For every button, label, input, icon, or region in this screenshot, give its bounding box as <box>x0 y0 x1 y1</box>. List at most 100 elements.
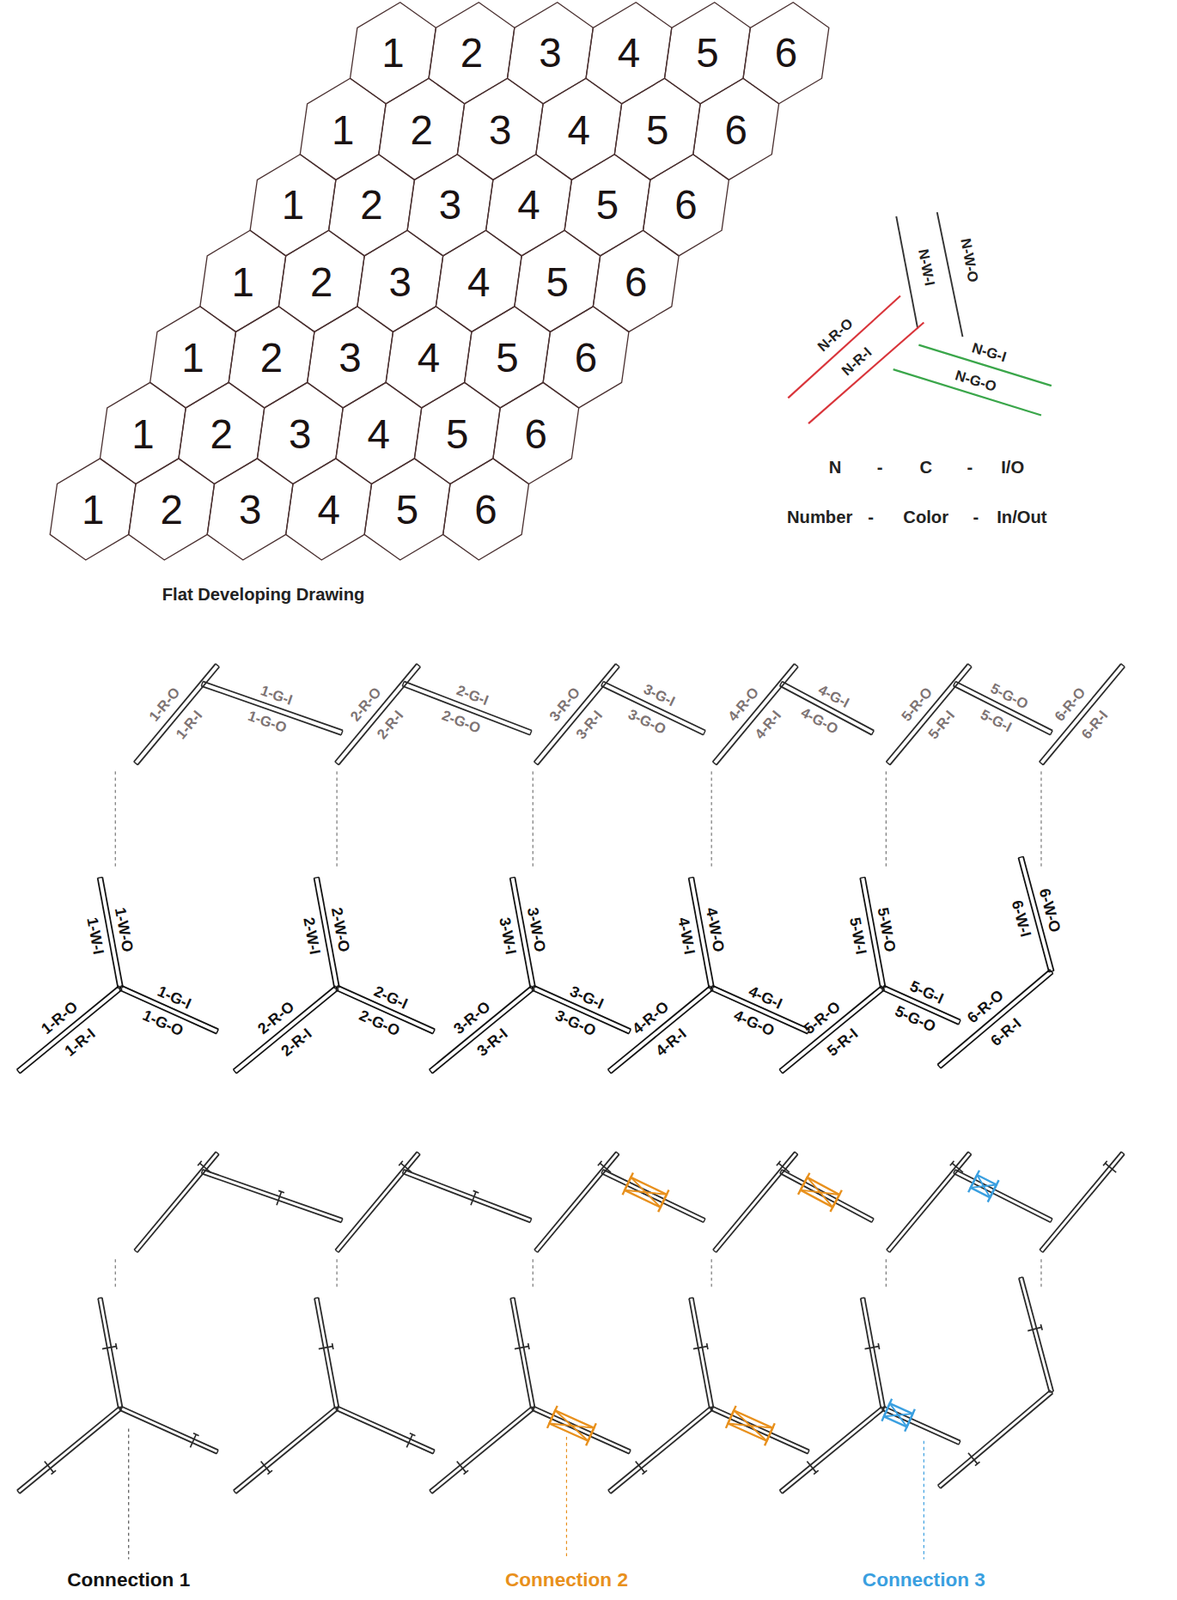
hex-cell <box>335 382 422 484</box>
part-label: 5-R-I <box>926 707 958 742</box>
bar-end <box>335 986 339 990</box>
dashed-guide <box>336 1259 338 1288</box>
part-label: 3-R-O <box>450 998 493 1037</box>
clip-tick <box>276 1192 282 1207</box>
bar-edge <box>17 1407 120 1491</box>
bar-end <box>1049 1390 1053 1395</box>
bar-edge <box>537 667 620 766</box>
clip-tick <box>470 1192 476 1207</box>
connection-clip <box>800 1177 840 1208</box>
part-label: 4-R-I <box>652 1025 690 1060</box>
bar-end <box>17 1069 21 1074</box>
hex-cell <box>542 306 629 409</box>
part-label: 6-R-I <box>987 1014 1025 1049</box>
key-text: Color <box>902 508 949 526</box>
hex-cell <box>256 382 343 484</box>
grid-number: 1 <box>131 413 154 455</box>
grid-number: 6 <box>524 413 548 455</box>
key-text: - <box>966 458 973 476</box>
bar-edge <box>429 986 532 1070</box>
bar-edge <box>137 1154 220 1253</box>
clip-tick <box>635 1461 646 1473</box>
bar-end <box>709 986 714 990</box>
grid-number: 3 <box>439 184 462 226</box>
bar-end <box>882 1407 885 1411</box>
part-label: 6-W-O <box>1036 887 1064 935</box>
bar-end <box>689 877 695 879</box>
grid-number: 2 <box>159 488 183 531</box>
clip-tick <box>193 1433 200 1437</box>
key-bar <box>937 212 964 337</box>
bar-edge <box>782 989 885 1074</box>
bar-edge <box>712 1407 810 1452</box>
grid-number: 6 <box>674 184 697 226</box>
hex-cell <box>150 306 237 409</box>
bar-edge <box>531 1410 629 1455</box>
clip-tick <box>514 1347 529 1350</box>
bar-end <box>335 986 338 991</box>
bar-end <box>872 1219 874 1223</box>
hex-cell <box>307 306 394 409</box>
bar-end <box>710 986 713 991</box>
part-label: 4-R-O <box>628 998 671 1037</box>
hex-cell <box>664 2 751 104</box>
connection-clip <box>807 1177 834 1208</box>
bar-edge <box>202 1170 343 1220</box>
clip-tick <box>197 1161 202 1166</box>
grid-number: 3 <box>288 413 312 455</box>
dashed-guide <box>532 771 534 868</box>
connection-clip <box>624 1177 667 1208</box>
dashed-guide <box>115 771 116 868</box>
bar-edge <box>537 1154 620 1253</box>
part-label: 2-G-I <box>454 683 490 708</box>
hex-cell <box>443 458 530 561</box>
clip-tick <box>115 1343 117 1350</box>
hex-cell <box>286 458 373 561</box>
bar-edge <box>886 1152 969 1251</box>
bar-edge <box>937 969 1050 1066</box>
bar-edge <box>19 989 122 1074</box>
grid-number: 4 <box>417 336 440 379</box>
grid-number: 2 <box>359 184 383 226</box>
part-label: 3-W-O <box>524 907 549 954</box>
connection-clip <box>976 1175 990 1198</box>
bar-edge <box>134 1152 216 1251</box>
bar-edge <box>1018 1278 1050 1393</box>
part-label: 5-R-I <box>823 1025 860 1060</box>
hex-cell <box>378 78 465 180</box>
bar-end <box>416 1152 421 1155</box>
bar-end <box>713 1250 717 1253</box>
bar-edge <box>781 1170 874 1220</box>
grid-number: 4 <box>567 109 590 151</box>
bar-end <box>119 1407 122 1411</box>
bar-edge <box>689 1298 710 1409</box>
bar-edge <box>318 1298 340 1409</box>
grid-number: 6 <box>574 336 598 379</box>
part-label: 3-G-I <box>567 982 606 1012</box>
bar-edge <box>335 1152 417 1251</box>
clip-tick <box>102 1347 116 1350</box>
connection-clip <box>904 1409 915 1433</box>
clip-tick <box>406 1434 413 1448</box>
bar-edge <box>608 986 711 1070</box>
bar-end <box>807 1450 810 1454</box>
bar-end <box>710 1407 714 1411</box>
connection-drawing <box>17 1152 1125 1560</box>
bar-edge <box>779 986 882 1070</box>
bar-edge <box>610 1410 714 1495</box>
bar-edge <box>134 664 216 763</box>
connection-clip <box>585 1423 597 1446</box>
grid-number: 5 <box>646 109 669 151</box>
bar-end <box>628 1450 631 1454</box>
bar-end <box>429 1069 433 1074</box>
bar-end <box>703 731 706 736</box>
bar-end <box>341 730 343 735</box>
hex-cell <box>457 78 543 180</box>
hex-cell <box>414 382 501 484</box>
bar-edge <box>1042 1154 1125 1253</box>
grid-number: 2 <box>310 261 333 303</box>
bar-end <box>531 1407 534 1411</box>
bar-edge <box>716 1154 799 1253</box>
hex-grid <box>49 2 830 561</box>
hex-cell <box>614 78 701 180</box>
